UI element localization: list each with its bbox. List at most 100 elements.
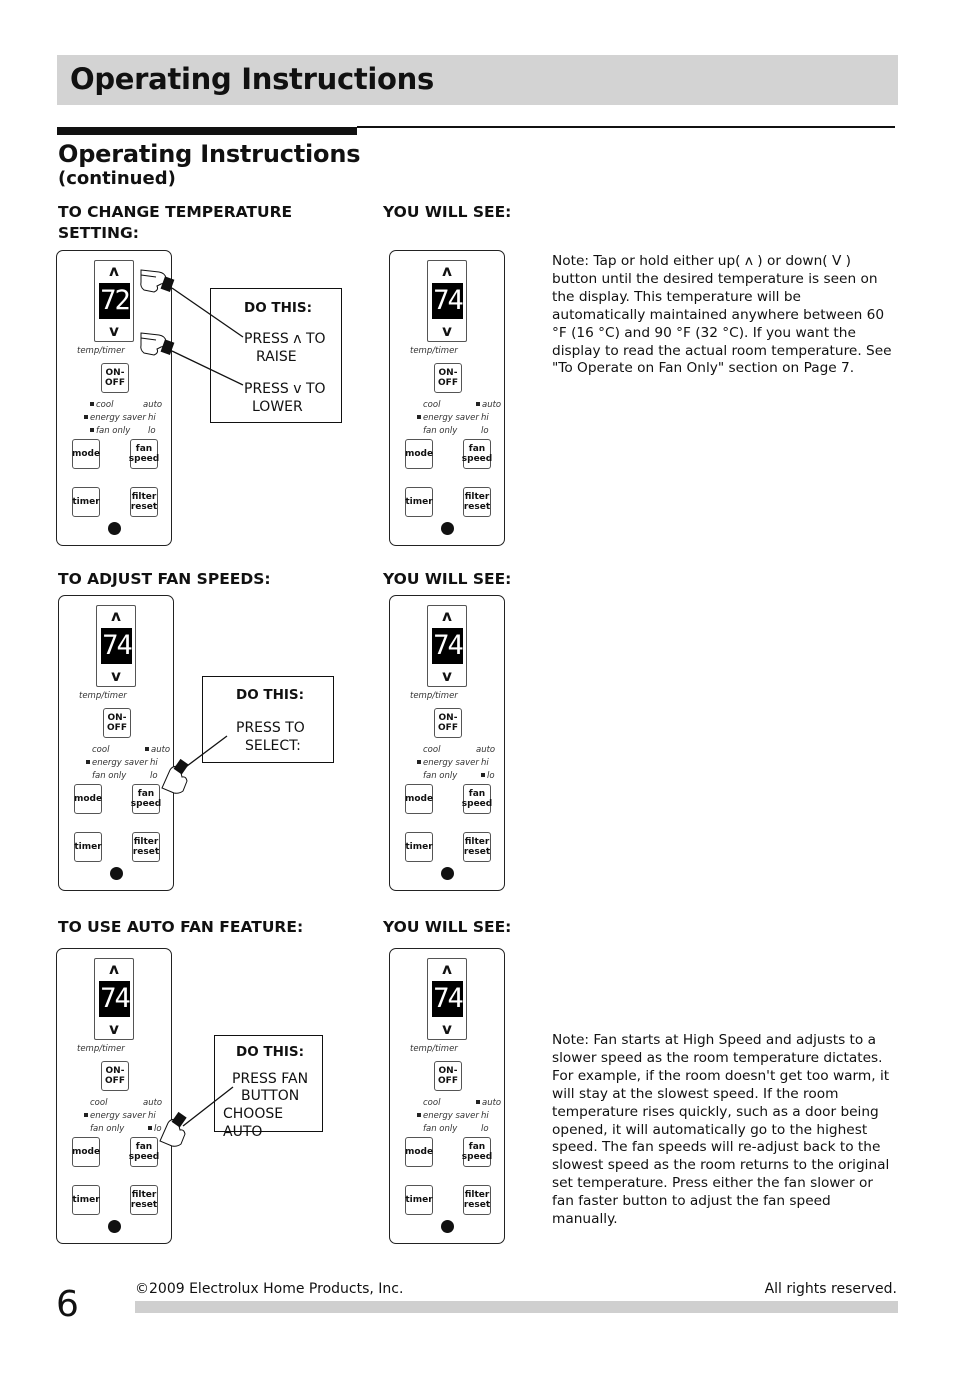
fan-speed-button[interactable]: fan speed	[128, 439, 160, 469]
on-off-button[interactable]: ON- OFF	[434, 363, 462, 393]
do-this-box-auto-fan: DO THIS: PRESS FAN BUTTON CHOOSE AUTO	[214, 1035, 323, 1140]
mode-button[interactable]: mode	[405, 1137, 433, 1167]
filter-reset-button[interactable]: filter reset	[130, 1185, 158, 1215]
hi-text: hi	[481, 1111, 489, 1121]
up-arrow-button[interactable]: ʌ	[442, 607, 452, 625]
filter-label: filter	[464, 1190, 490, 1200]
fan-hi-label: hi	[148, 1111, 156, 1121]
up-arrow-button[interactable]: ʌ	[109, 960, 119, 978]
section-subtitle: (continued)	[58, 168, 176, 189]
down-arrow-button[interactable]: v	[442, 322, 452, 340]
timer-label: timer	[405, 1195, 433, 1205]
up-arrow-button[interactable]: ʌ	[442, 960, 452, 978]
fan-auto-label: auto	[476, 400, 501, 410]
indicator-light	[476, 1100, 480, 1104]
on-off-button[interactable]: ON- OFF	[101, 363, 129, 393]
mode-label: mode	[71, 449, 101, 459]
filter-label: filter	[133, 837, 159, 847]
filter-reset-button[interactable]: filter reset	[463, 487, 491, 517]
timer-button[interactable]: timer	[74, 832, 102, 862]
fan-hi-label: hi	[481, 758, 489, 768]
down-arrow-button[interactable]: v	[111, 667, 121, 685]
mode-fan-only-label: fan only	[92, 771, 126, 781]
control-panel-result-temp: ʌ 74 v temp/timer ON- OFF cool auto ener…	[389, 250, 505, 546]
reset-label: reset	[130, 502, 158, 512]
mode-cool-label: cool	[423, 745, 440, 755]
fan-auto-label: auto	[476, 1098, 501, 1108]
up-arrow-button[interactable]: ʌ	[442, 262, 452, 280]
temp-timer-label: temp/timer	[77, 346, 125, 356]
indicator-light	[476, 402, 480, 406]
display-digits: 74	[101, 628, 133, 664]
fan-speed-button[interactable]: fan speed	[462, 784, 492, 814]
temperature-display: ʌ 74 v	[427, 260, 467, 342]
mode-button[interactable]: mode	[405, 784, 433, 814]
up-arrow-button[interactable]: ʌ	[109, 262, 119, 280]
header-title: Operating Instructions	[70, 62, 434, 96]
fan-only-text: fan only	[92, 771, 127, 781]
mode-button[interactable]: mode	[72, 1137, 100, 1167]
do-this-raise-line: PRESS ʌ TO	[244, 331, 326, 347]
heading-you-will-see-3: YOU WILL SEE:	[383, 918, 512, 936]
down-arrow-button[interactable]: v	[442, 1020, 452, 1038]
fan-speed-button[interactable]: fan speed	[129, 1137, 159, 1167]
indicator-light	[84, 415, 88, 419]
on-off-label-1: ON-	[105, 1066, 125, 1076]
mode-button[interactable]: mode	[74, 784, 102, 814]
timer-label: timer	[74, 842, 102, 852]
fan-label: fan	[468, 789, 486, 799]
display-digits: 72	[99, 283, 131, 319]
cool-text: cool	[423, 745, 441, 755]
section-rule-thick	[57, 127, 357, 135]
fan-label: fan	[468, 444, 486, 454]
heading-you-will-see-1: YOU WILL SEE:	[383, 203, 512, 221]
fan-speed-button[interactable]: fan speed	[462, 1137, 492, 1167]
indicator-light	[90, 428, 94, 432]
timer-button[interactable]: timer	[72, 1185, 100, 1215]
do-this-line2: BUTTON	[241, 1088, 300, 1104]
control-panel-fan-speed: ʌ 74 v temp/timer ON- OFF cool auto ener…	[58, 595, 174, 891]
up-arrow-button[interactable]: ʌ	[111, 607, 121, 625]
timer-label: timer	[405, 842, 433, 852]
on-off-label-1: ON-	[107, 713, 127, 723]
on-off-label-2: OFF	[438, 723, 458, 733]
timer-button[interactable]: timer	[405, 1185, 433, 1215]
on-off-button[interactable]: ON- OFF	[434, 1061, 462, 1091]
speed-label: speed	[128, 454, 160, 464]
on-off-label-2: OFF	[105, 378, 125, 388]
energy-saver-text: energy saver	[90, 1111, 146, 1121]
fan-only-text: fan only	[423, 771, 458, 781]
display-digits: 74	[99, 981, 131, 1017]
down-arrow-button[interactable]: v	[109, 322, 119, 340]
on-off-button[interactable]: ON- OFF	[103, 708, 131, 738]
filter-reset-button[interactable]: filter reset	[132, 832, 160, 862]
on-off-button[interactable]: ON- OFF	[101, 1061, 129, 1091]
filter-reset-button[interactable]: filter reset	[130, 487, 158, 517]
fan-auto-label: auto	[143, 400, 162, 410]
footer-copyright: ©2009 Electrolux Home Products, Inc.	[135, 1281, 404, 1297]
on-off-button[interactable]: ON- OFF	[434, 708, 462, 738]
fan-speed-button[interactable]: fan speed	[462, 439, 492, 469]
filter-reset-button[interactable]: filter reset	[463, 1185, 491, 1215]
control-panel-result-auto-fan: ʌ 74 v temp/timer ON- OFF cool auto ener…	[389, 948, 505, 1244]
fan-lo-label: lo	[481, 771, 495, 781]
mode-energy-saver-label: energy saver	[417, 758, 479, 768]
filter-reset-button[interactable]: filter reset	[463, 832, 491, 862]
mode-button[interactable]: mode	[405, 439, 433, 469]
hi-text: hi	[148, 413, 156, 423]
temp-timer-label: temp/timer	[410, 691, 458, 701]
timer-label: timer	[72, 497, 100, 507]
fan-speed-button[interactable]: fan speed	[131, 784, 161, 814]
energy-saver-text: energy saver	[92, 758, 148, 768]
lo-text: lo	[150, 771, 158, 781]
timer-button[interactable]: timer	[405, 832, 433, 862]
down-arrow-button[interactable]: v	[109, 1020, 119, 1038]
down-arrow-button[interactable]: v	[442, 667, 452, 685]
mode-button[interactable]: mode	[72, 439, 100, 469]
timer-button[interactable]: timer	[72, 487, 100, 517]
heading-adjust-fan-speeds: TO ADJUST FAN SPEEDS:	[58, 570, 271, 588]
footer-bar	[135, 1301, 898, 1313]
timer-label: timer	[72, 1195, 100, 1205]
mode-label: mode	[404, 1147, 434, 1157]
timer-button[interactable]: timer	[405, 487, 433, 517]
